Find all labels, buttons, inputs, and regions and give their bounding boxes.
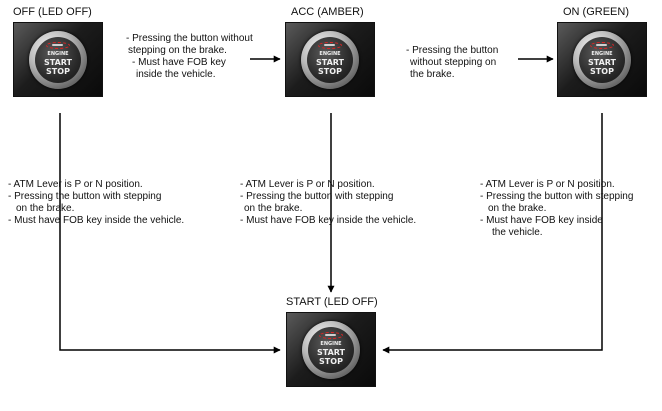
- button-text-start: START: [43, 57, 73, 67]
- note-line: without stepping on: [410, 57, 497, 68]
- button-text-engine: ENGINE: [591, 50, 613, 57]
- note-line: - Pressing the button: [406, 45, 499, 56]
- note-line: the brake.: [410, 69, 455, 80]
- button-acc: ENGINE START STOP: [285, 22, 375, 97]
- led-indicator-icon: [46, 41, 70, 49]
- button-text-stop: STOP: [319, 356, 343, 366]
- led-indicator-icon: [590, 41, 614, 49]
- note-line: - ATM Lever is P or N position.: [240, 179, 375, 190]
- led-indicator-icon: [318, 41, 342, 49]
- note-on-to-start: - ATM Lever is P or N position. - Pressi…: [480, 179, 633, 239]
- button-text-start: START: [316, 347, 346, 357]
- note-line: on the brake.: [16, 203, 75, 214]
- note-line: inside the vehicle.: [136, 69, 216, 80]
- button-start: ENGINE START STOP: [286, 312, 376, 387]
- note-line: - ATM Lever is P or N position.: [480, 179, 615, 190]
- note-line: the vehicle.: [492, 227, 543, 238]
- state-label-on: ON (GREEN): [563, 6, 629, 18]
- button-text-stop: STOP: [46, 66, 70, 76]
- button-text-start: START: [587, 57, 617, 67]
- note-line: - ATM Lever is P or N position.: [8, 179, 143, 190]
- arrow-on-to-start: [382, 113, 603, 354]
- button-text-engine: ENGINE: [320, 340, 342, 347]
- arrow-off-to-start: [59, 113, 281, 354]
- state-label-off: OFF (LED OFF): [13, 6, 92, 18]
- button-text-stop: STOP: [590, 66, 614, 76]
- button-text-engine: ENGINE: [47, 50, 69, 57]
- note-line: on the brake.: [244, 203, 303, 214]
- engine-start-stop-button-icon: ENGINE START STOP: [35, 36, 81, 83]
- led-indicator-icon: [319, 331, 343, 339]
- note-line: - Pressing the button with stepping: [240, 191, 394, 202]
- engine-start-stop-button-icon: ENGINE START STOP: [579, 36, 625, 83]
- engine-start-stop-button-icon: ENGINE START STOP: [308, 326, 354, 373]
- engine-start-stop-button-icon: ENGINE START STOP: [307, 36, 353, 83]
- note-off-to-acc: - Pressing the button without stepping o…: [126, 33, 253, 81]
- note-line: - Must have FOB key inside: [480, 215, 603, 226]
- note-line: - Must have FOB key: [132, 57, 226, 68]
- note-line: stepping on the brake.: [128, 45, 227, 56]
- button-off: ENGINE START STOP: [13, 22, 103, 97]
- note-line: - Must have FOB key inside the vehicle.: [8, 215, 185, 226]
- note-line: - Pressing the button with stepping: [480, 191, 634, 202]
- button-on: ENGINE START STOP: [557, 22, 647, 97]
- note-line: - Pressing the button without: [126, 33, 253, 44]
- state-label-start: START (LED OFF): [286, 296, 378, 308]
- button-text-stop: STOP: [318, 66, 342, 76]
- note-off-to-start: - ATM Lever is P or N position. - Pressi…: [8, 179, 184, 227]
- note-acc-to-start: - ATM Lever is P or N position. - Pressi…: [240, 179, 416, 227]
- state-label-acc: ACC (AMBER): [291, 6, 364, 18]
- button-text-start: START: [315, 57, 345, 67]
- note-acc-to-on: - Pressing the button without stepping o…: [406, 45, 498, 81]
- note-line: on the brake.: [488, 203, 547, 214]
- note-line: - Pressing the button with stepping: [8, 191, 162, 202]
- note-line: - Must have FOB key inside the vehicle.: [240, 215, 417, 226]
- button-text-engine: ENGINE: [319, 50, 341, 57]
